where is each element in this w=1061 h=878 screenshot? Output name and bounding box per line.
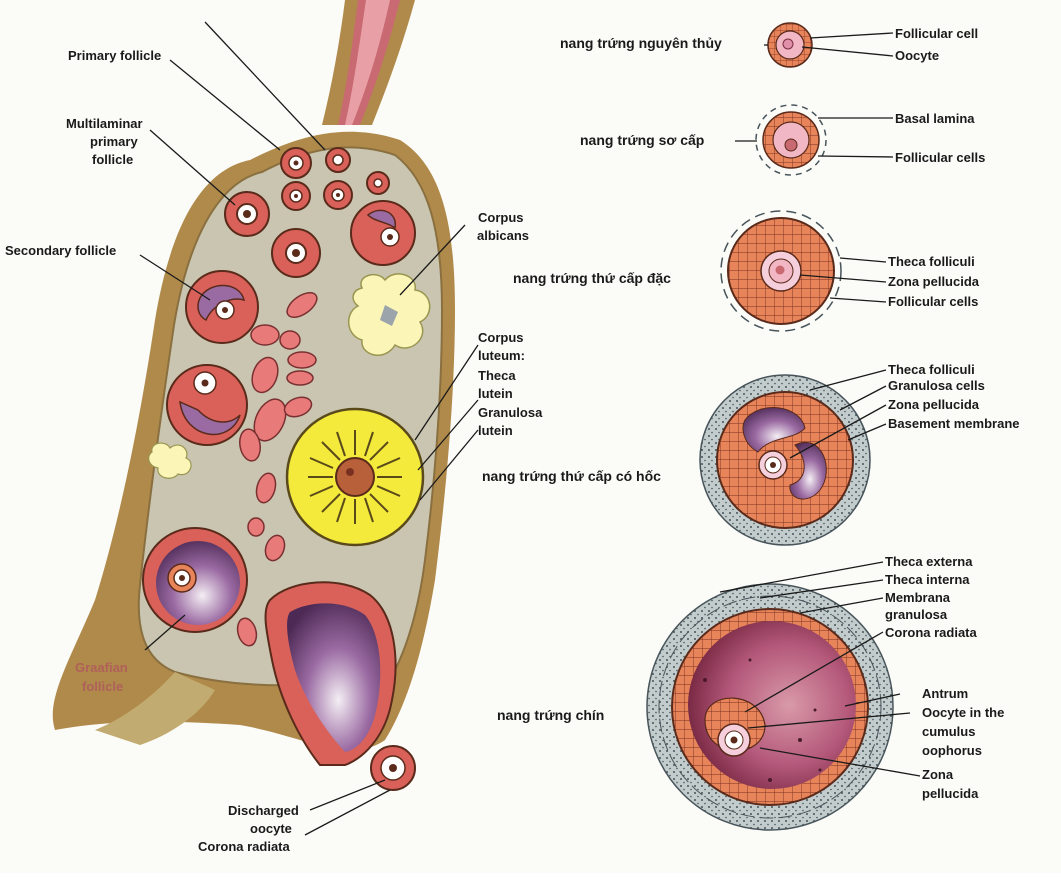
label-corpus-albicans-1: Corpus xyxy=(478,210,524,225)
stage5-bottom-0: Antrum xyxy=(922,686,968,701)
corpus-albicans-small xyxy=(148,442,192,479)
stage5-top-2: Membrana xyxy=(885,590,951,605)
ovary-leader-lines xyxy=(139,21,479,836)
stage-title-secondary-solid: nang trứng thứ cấp đặc xyxy=(513,270,671,286)
stage1-label-1: Oocyte xyxy=(895,48,939,63)
primordial-follicles xyxy=(280,147,390,211)
antral-follicle xyxy=(166,364,248,446)
stage-primordial-follicle xyxy=(767,22,813,68)
stage5-bottom-3: oophorus xyxy=(922,743,982,758)
stage5-top-0: Theca externa xyxy=(885,554,973,569)
ruptured-follicle xyxy=(264,581,397,766)
atretic-bodies xyxy=(236,292,318,647)
label-theca-lutein-1: Theca xyxy=(478,368,516,383)
label-corpus-luteum-2: luteum: xyxy=(478,348,525,363)
stage-title-primary: nang trứng sơ cấp xyxy=(580,132,704,148)
label-granulosa-lutein-2: lutein xyxy=(478,423,513,438)
label-corona-radiata: Corona radiata xyxy=(198,839,291,854)
stage5-bottom-2: cumulus xyxy=(922,724,975,739)
label-discharged-2: oocyte xyxy=(250,821,292,836)
stage-mature-follicle xyxy=(646,583,894,831)
label-multilaminar-1: Multilaminar xyxy=(66,116,143,131)
stage1-label-0: Follicular cell xyxy=(895,26,978,41)
stage4-label-0: Theca folliculi xyxy=(888,362,975,377)
label-primary-follicle: Primary follicle xyxy=(68,48,161,63)
label-granulosa-lutein-1: Granulosa xyxy=(478,405,543,420)
label-corpus-albicans-2: albicans xyxy=(477,228,529,243)
stage-title-primordial: nang trứng nguyên thủy xyxy=(560,35,722,51)
stage5-bottom-5: pellucida xyxy=(922,786,979,801)
stage4-label-3: Basement membrane xyxy=(888,416,1020,431)
stage-title-secondary-antral: nang trứng thứ cấp có hốc xyxy=(482,468,661,484)
stage5-top-1: Theca interna xyxy=(885,572,970,587)
label-theca-lutein-2: lutein xyxy=(478,386,513,401)
stage3-label-2: Follicular cells xyxy=(888,294,978,309)
stage2-label-0: Basal lamina xyxy=(895,111,975,126)
stage5-top-3: granulosa xyxy=(885,607,948,622)
corpus-luteum xyxy=(285,407,425,547)
stage-title-mature: nang trứng chín xyxy=(497,707,604,723)
stage4-label-2: Zona pellucida xyxy=(888,397,980,412)
label-multilaminar-2: primary xyxy=(90,134,138,149)
stage2-label-1: Follicular cells xyxy=(895,150,985,165)
stage5-bottom-4: Zona xyxy=(922,767,954,782)
label-secondary-follicle: Secondary follicle xyxy=(5,243,116,258)
label-graafian-2: follicle xyxy=(82,679,123,694)
graafian-follicle xyxy=(142,527,248,633)
label-discharged-1: Discharged xyxy=(228,803,299,818)
stage5-bottom-1: Oocyte in the xyxy=(922,705,1004,720)
stage3-label-0: Theca folliculi xyxy=(888,254,975,269)
stage-secondary-antral-follicle xyxy=(699,374,871,546)
stage3-label-1: Zona pellucida xyxy=(888,274,980,289)
secondary-follicle-upper xyxy=(350,200,416,266)
secondary-follicle xyxy=(185,270,259,344)
label-graafian-1: Graafian xyxy=(75,660,128,675)
label-corpus-luteum-1: Corpus xyxy=(478,330,524,345)
discharged-oocyte xyxy=(370,745,416,791)
stage-secondary-solid-follicle xyxy=(720,210,842,332)
stage-primary-follicle xyxy=(755,104,827,176)
stage4-label-1: Granulosa cells xyxy=(888,378,985,393)
label-multilaminar-3: follicle xyxy=(92,152,133,167)
stage5-top-4: Corona radiata xyxy=(885,625,978,640)
multilaminar-follicle xyxy=(224,191,321,278)
